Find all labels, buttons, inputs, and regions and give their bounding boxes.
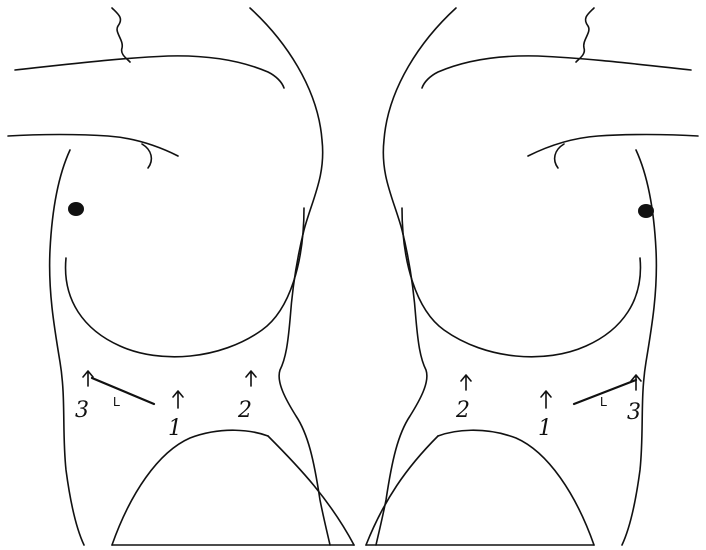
right-torso-outline: [366, 8, 698, 545]
right-back-contour: [376, 8, 456, 545]
right-ribcage-arc: [402, 208, 640, 357]
left-forearm: [8, 135, 178, 157]
right-elbow: [555, 144, 564, 168]
left-elbow: [142, 144, 151, 168]
right-torso-panel: 2 1 L 3: [366, 8, 698, 545]
right-arrow-2: [461, 375, 471, 390]
left-lever-line: [92, 378, 154, 404]
left-upper-arm: [15, 56, 284, 88]
left-label-l: L: [113, 394, 120, 409]
left-torso-panel: 3 L 1 2: [8, 8, 354, 545]
right-label-l: L: [600, 394, 607, 409]
right-nipple-marker: [638, 204, 654, 218]
left-neck-line: [112, 8, 130, 62]
left-marker-1: 1: [168, 391, 183, 441]
left-marker-2: 2: [237, 371, 256, 423]
right-label-1: 1: [538, 416, 552, 441]
right-forearm: [528, 135, 698, 157]
right-label-2: 2: [455, 398, 470, 423]
right-iliac-arc: [438, 430, 594, 545]
right-neck-line: [576, 8, 594, 62]
left-arrow-2: [246, 371, 256, 386]
left-label-1: 1: [168, 416, 182, 441]
right-upper-arm: [422, 56, 691, 88]
right-arrow-1: [541, 391, 551, 408]
left-label-2: 2: [237, 398, 252, 423]
left-arrow-1: [173, 391, 183, 408]
left-label-3: 3: [75, 398, 89, 423]
right-label-3: 3: [627, 400, 641, 425]
left-nipple-marker: [68, 202, 84, 216]
left-ribcage-arc: [66, 208, 304, 357]
left-marker-3: 3: [75, 371, 93, 423]
left-back-contour: [250, 8, 330, 545]
left-iliac-arc: [112, 430, 268, 545]
right-hip-contour: [366, 436, 438, 545]
